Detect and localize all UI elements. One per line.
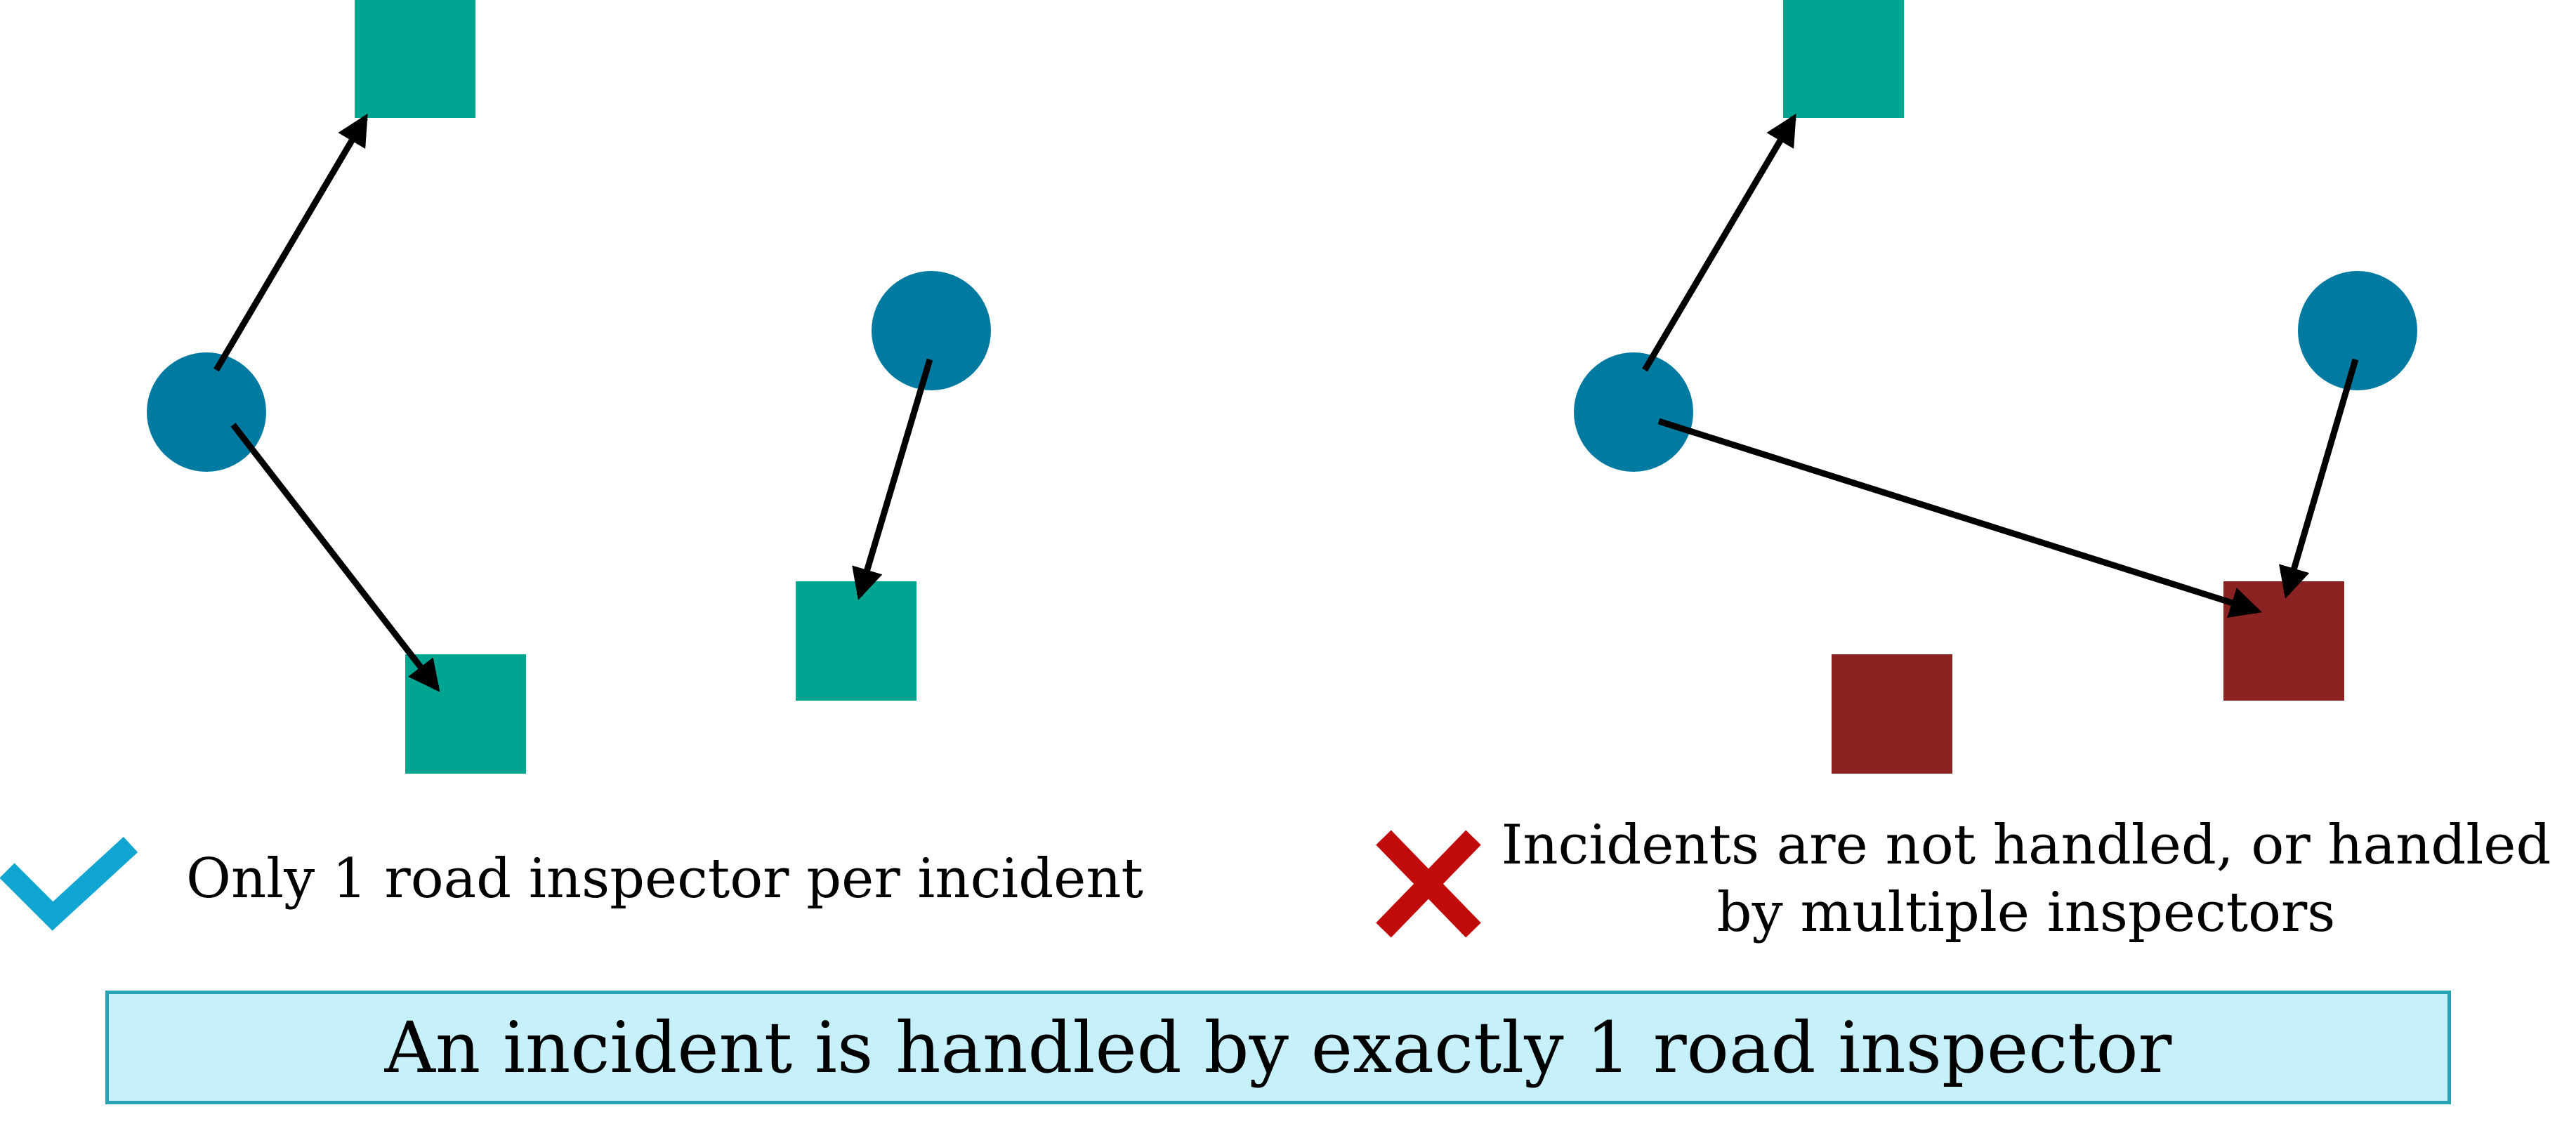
assignment-arrow xyxy=(1642,113,1796,372)
assignment-arrow xyxy=(2279,358,2359,599)
assignment-arrow xyxy=(852,358,933,600)
conclusion-box: An incident is handled by exactly 1 road… xyxy=(105,991,2451,1104)
incident-square xyxy=(1783,0,1904,118)
incident-square xyxy=(355,0,475,118)
inspector-circle xyxy=(1574,352,1693,472)
invalid-caption: Incidents are not handled, or handled by… xyxy=(1501,814,2551,944)
conclusion-text: An incident is handled by exactly 1 road… xyxy=(384,1006,2172,1089)
inspector-circle xyxy=(872,271,991,390)
checkmark-icon xyxy=(0,836,138,931)
incident-square xyxy=(796,581,916,701)
valid-caption: Only 1 road inspector per incident xyxy=(186,847,1143,911)
unhandled-incident-square xyxy=(1832,654,1952,774)
assignment-arrow xyxy=(1657,418,2262,618)
inspector-circle xyxy=(147,352,266,472)
assignment-arrow xyxy=(230,423,440,692)
valid-example xyxy=(147,0,991,774)
invalid-example xyxy=(1574,0,2417,774)
multiply-handled-incident-square xyxy=(2223,581,2344,701)
assignment-arrow xyxy=(213,113,368,372)
inspector-circle xyxy=(2298,271,2417,390)
cross-icon xyxy=(1376,830,1481,938)
